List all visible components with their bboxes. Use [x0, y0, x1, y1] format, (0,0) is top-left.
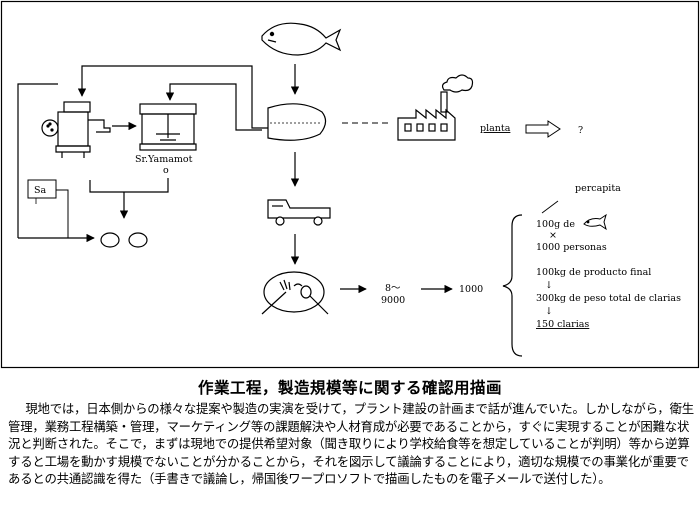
weight-label: 300kg de peso total de clarias: [536, 293, 681, 304]
fish-balls-icon: [100, 232, 148, 248]
down-arrow-2: ↓: [545, 306, 553, 317]
product-label: 100kg de producto final: [536, 267, 651, 278]
planta-label: planta: [480, 123, 511, 134]
sa-link: [56, 189, 69, 238]
down-arrow-1: ↓: [545, 280, 553, 291]
loop-arrow-to-mixer: [165, 83, 262, 131]
fish-icon: [261, 22, 342, 56]
per-capita-label: percapita: [575, 183, 621, 194]
factory-icon: [397, 74, 474, 141]
sa-label: Sa: [34, 185, 47, 196]
curly-brace: [502, 214, 523, 357]
times-sign: ×: [549, 230, 557, 241]
mixer-icon: [139, 103, 197, 151]
count-range-top: 8～: [385, 283, 401, 294]
figure-caption: 作業工程，製造規模等に関する確認用描画: [197, 379, 502, 397]
truck-icon: [267, 199, 331, 226]
meat-grinder-icon: [41, 101, 111, 158]
sa-box: [27, 179, 57, 199]
persons-label: 1000 personas: [536, 242, 607, 253]
left-loop-line: [17, 83, 58, 238]
frame-border: [0, 0, 700, 369]
grams-label: 100g de: [536, 219, 575, 230]
process-diagram: planta ? 8～ 9000 1000 percapita 100g de …: [0, 0, 700, 369]
count-1000: 1000: [459, 284, 483, 295]
loop-arrow-to-grinder: [77, 65, 268, 129]
hollow-arrow-icon: [525, 120, 561, 138]
per-capita-pointer: [541, 200, 559, 214]
question-label: ?: [578, 125, 583, 136]
count-range-bottom: 9000: [381, 295, 405, 306]
small-fish-icon: [583, 213, 607, 231]
converge-line: [89, 178, 169, 193]
fillet-icon: [267, 103, 327, 141]
yamamoto-label-tail: o: [163, 165, 169, 176]
body-paragraph: 現地では，日本側からの様々な提案や製造の実演を受けて，プラント建設の計画まで話が…: [8, 401, 694, 487]
yamamoto-label: Sr.Yamamot: [135, 154, 193, 165]
dish-icon: [261, 271, 329, 315]
clarias-label: 150 clarias: [536, 319, 589, 330]
diagram-frame: planta ? 8～ 9000 1000 percapita 100g de …: [0, 0, 700, 369]
